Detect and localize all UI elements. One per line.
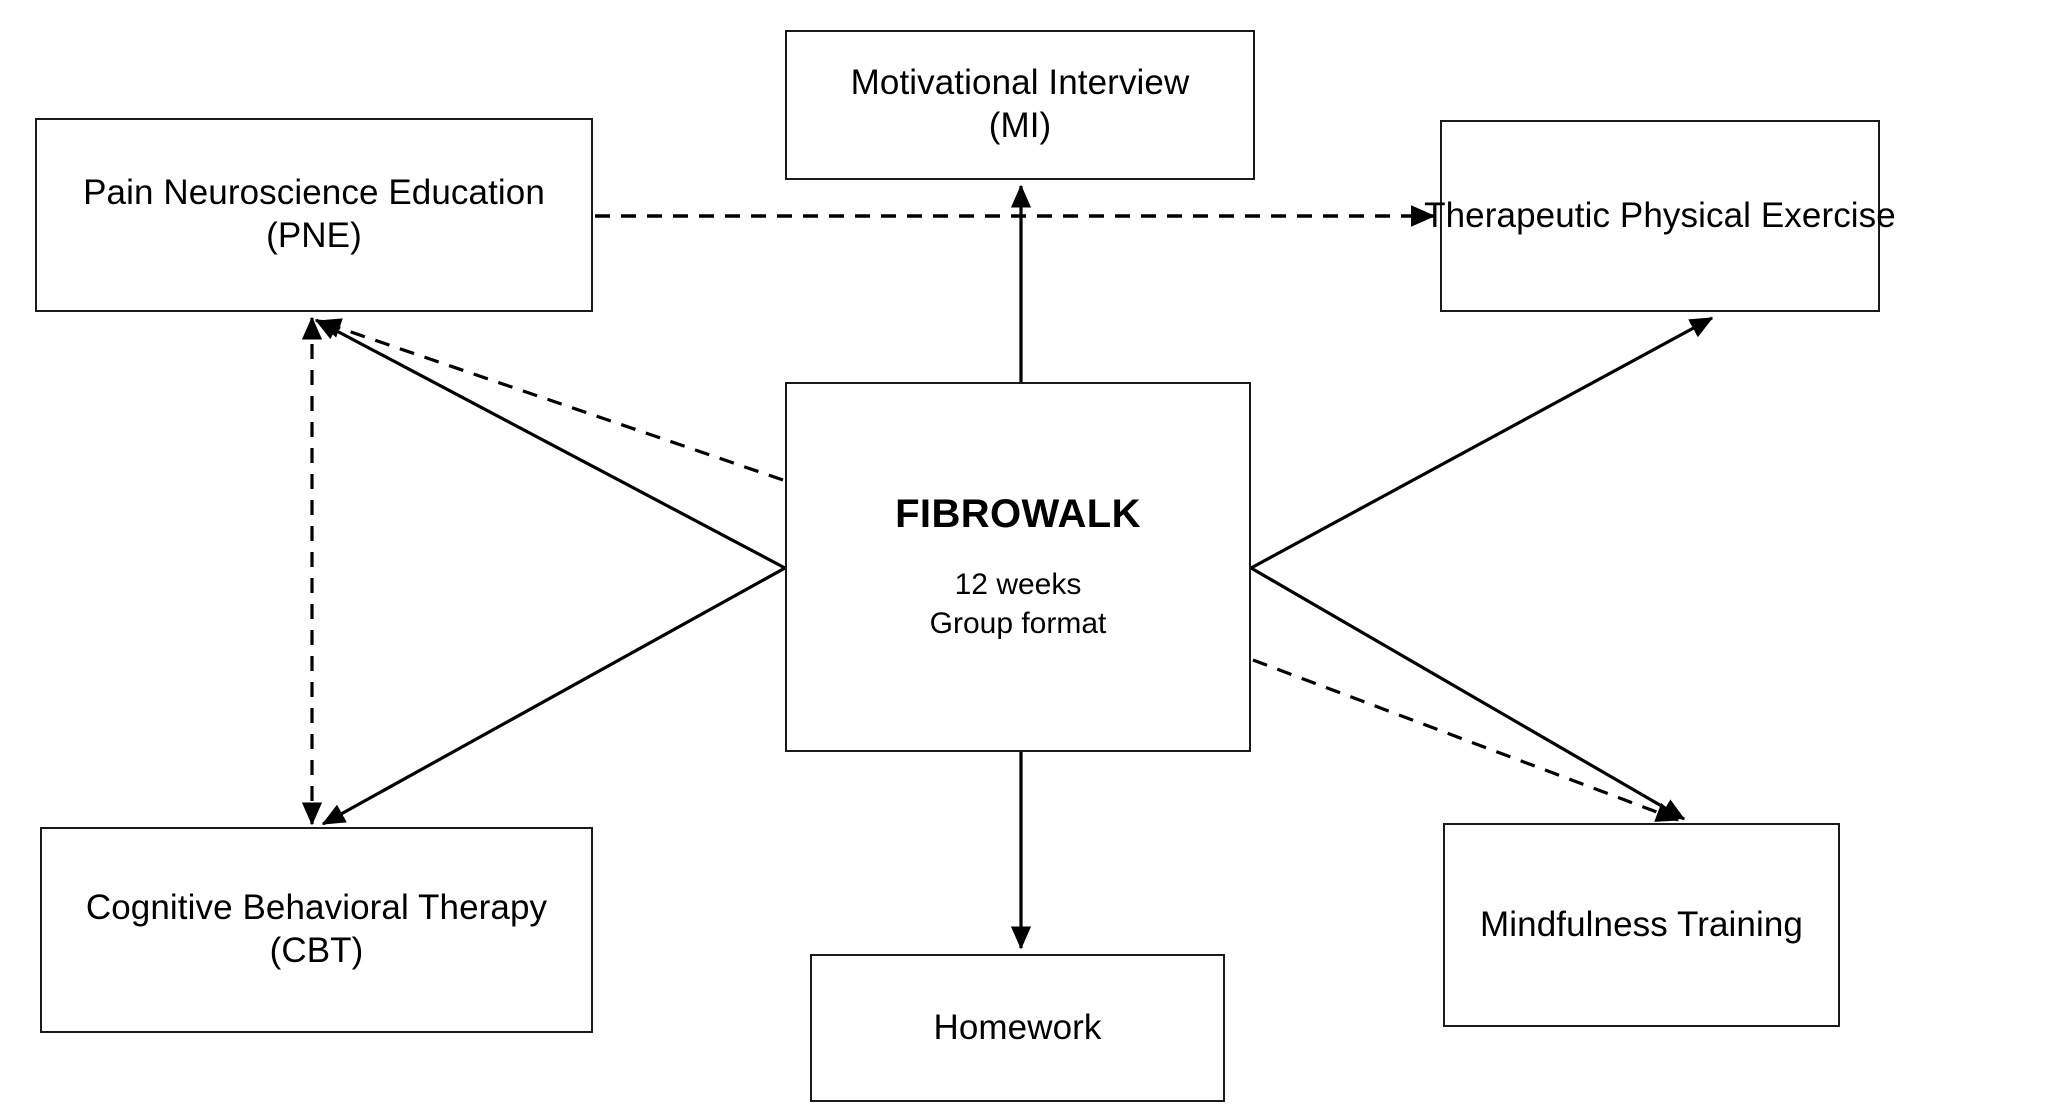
node-homework[interactable]: Homework: [810, 954, 1225, 1102]
node-pain-neuroscience-education[interactable]: Pain Neuroscience Education (PNE): [35, 118, 593, 312]
node-fibrowalk-format: Group format: [929, 607, 1107, 641]
node-cbt-label-line2: (CBT): [269, 931, 364, 970]
edge-fibrowalk-to-mindfulness-solid: [1250, 566, 1686, 821]
edge-fibrowalk-to-cbt: [321, 566, 786, 826]
node-mi-label-line2: (MI): [988, 106, 1052, 145]
node-pne-label-line2: (PNE): [266, 216, 362, 255]
edge-fibrowalk-to-tpe: [1250, 316, 1714, 570]
edge-fibrowalk-to-mindfulness-dashed: [1252, 658, 1680, 822]
node-mindfulness-label: Mindfulness Training: [1480, 904, 1803, 944]
node-motivational-interview[interactable]: Motivational Interview (MI): [785, 30, 1255, 180]
node-fibrowalk-duration: 12 weeks: [954, 567, 1082, 601]
edge-fibrowalk-to-pne-dashed: [317, 318, 784, 482]
node-cognitive-behavioral-therapy[interactable]: Cognitive Behavioral Therapy (CBT): [40, 827, 593, 1033]
node-mindfulness-training[interactable]: Mindfulness Training: [1443, 823, 1840, 1027]
node-pne-label-line1: Pain Neuroscience Education: [83, 173, 545, 213]
edge-fibrowalk-to-pne-solid: [314, 318, 786, 570]
node-tpe-label-line1: Therapeutic Physical Exercise: [1424, 195, 1896, 235]
node-therapeutic-physical-exercise[interactable]: Therapeutic Physical Exercise: [1424, 120, 1896, 312]
node-homework-label: Homework: [933, 1007, 1102, 1047]
node-fibrowalk[interactable]: FIBROWALK 12 weeks Group format: [785, 382, 1251, 752]
node-mi-label-line1: Motivational Interview: [850, 63, 1190, 103]
node-cbt-label-line1: Cognitive Behavioral Therapy: [85, 888, 548, 928]
node-fibrowalk-title: FIBROWALK: [895, 492, 1141, 536]
